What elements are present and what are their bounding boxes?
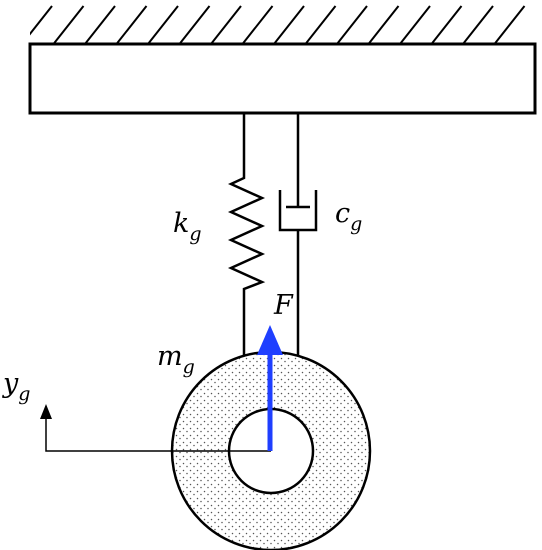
axis-label: yg <box>2 368 30 405</box>
hatch-line <box>30 5 53 36</box>
force-arrow <box>257 325 283 451</box>
hatch-line <box>273 5 305 44</box>
axis-arrowhead <box>40 404 52 419</box>
spring-label: kg <box>173 208 202 245</box>
hatch-line <box>367 5 400 44</box>
spring <box>227 113 266 370</box>
hatch-line <box>147 5 179 44</box>
hatch-line <box>336 5 368 44</box>
hatch-line <box>304 5 337 44</box>
hatch-line <box>493 5 526 44</box>
hatch-line <box>52 5 85 44</box>
ground-hatching <box>30 5 526 44</box>
hatch-line <box>462 5 494 44</box>
fixed-support-beam <box>28 42 537 115</box>
hatch-line <box>241 5 274 44</box>
hatch-line <box>210 5 242 44</box>
hatch-line <box>399 5 431 44</box>
force-label: F <box>273 290 294 321</box>
hatch-line <box>178 5 211 44</box>
hatch-line <box>430 5 463 44</box>
damper <box>278 113 318 370</box>
coordinate-axis <box>40 404 271 452</box>
hatch-line <box>115 5 148 44</box>
hatch-line <box>84 5 116 44</box>
mass-label: mg <box>157 341 195 378</box>
damper-label: cg <box>335 198 362 235</box>
